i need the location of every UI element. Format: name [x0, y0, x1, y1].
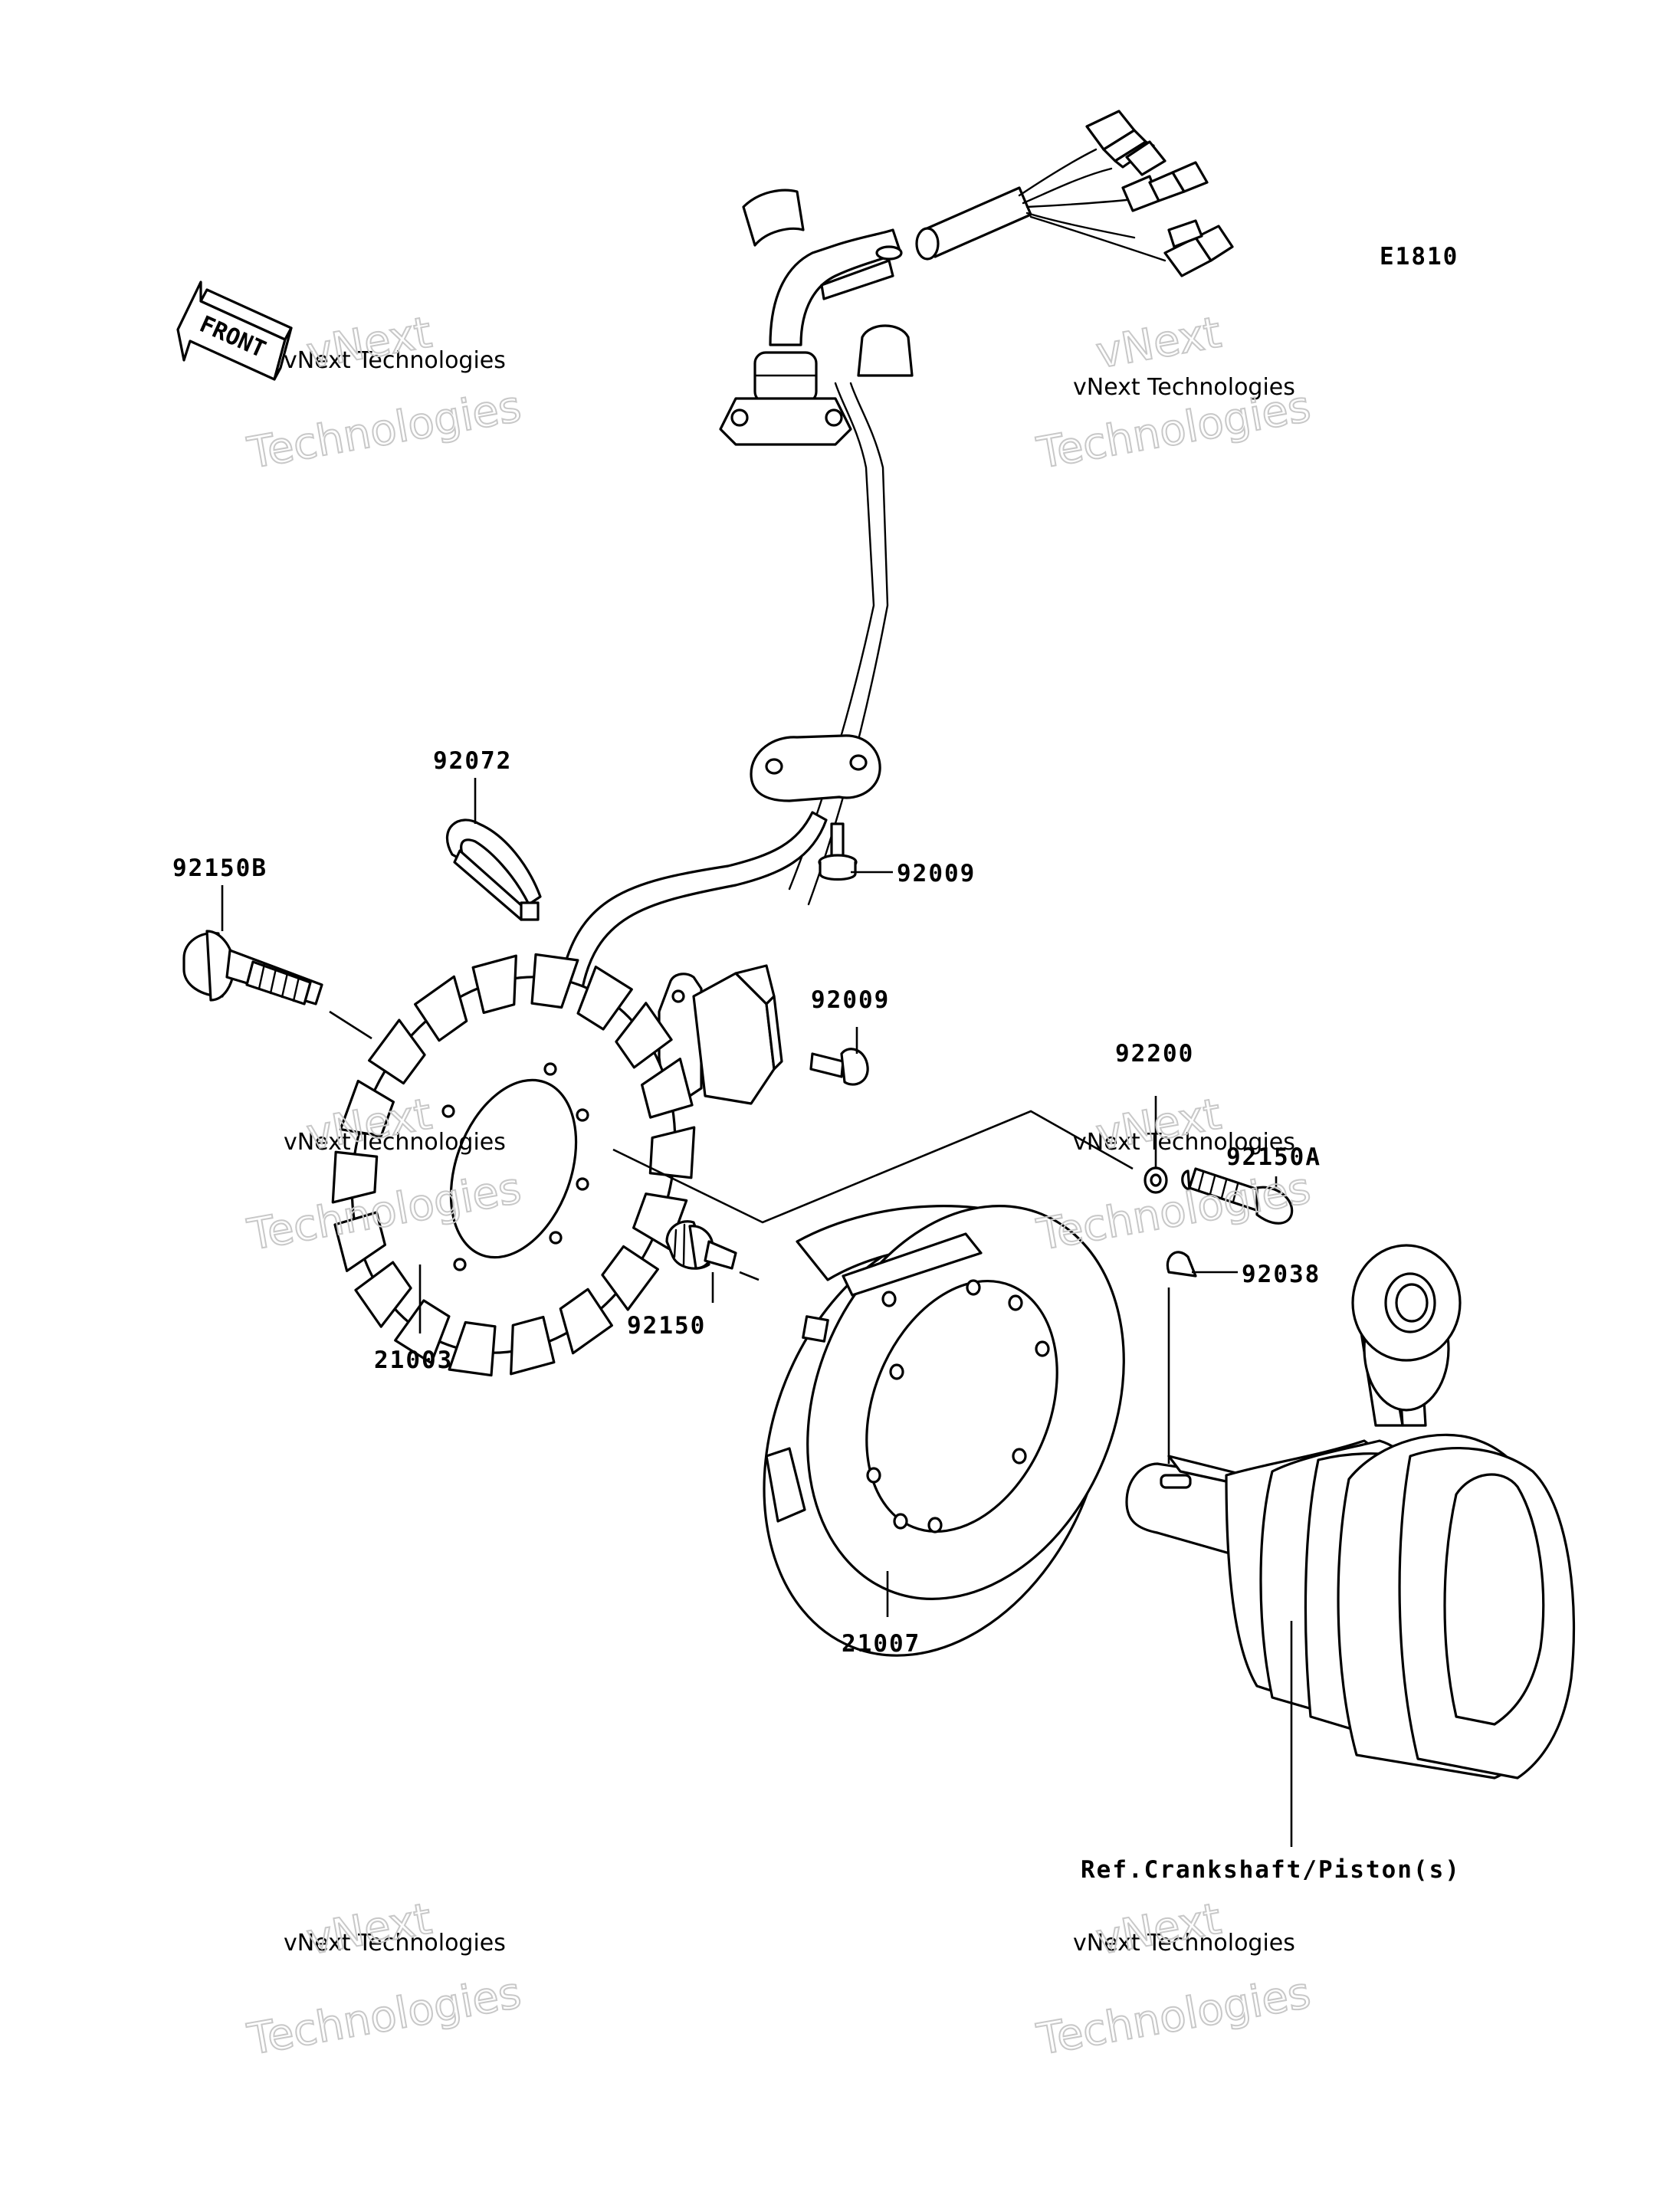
svg-text:vNext Technologies: vNext Technologies — [284, 1129, 506, 1156]
label-92009-mid: 92009 — [811, 986, 890, 1014]
watermark-5: vNext Technologies vNext Technologies — [243, 1893, 526, 2065]
stator-tooth — [368, 1018, 426, 1085]
stator-tooth — [339, 1079, 395, 1137]
svg-text:Technologies: Technologies — [244, 1968, 525, 2065]
stator-tooth — [354, 1261, 412, 1328]
stator-tooth — [648, 1126, 696, 1179]
wire-harness — [558, 110, 1234, 998]
stator-21003 — [331, 953, 696, 1377]
label-92150A: 92150A — [1226, 1143, 1321, 1171]
svg-text:vNext: vNext — [1093, 307, 1225, 378]
stator-tooth — [333, 1211, 386, 1272]
bolt-92150B — [182, 930, 323, 1005]
stator-tooth — [394, 1299, 451, 1365]
cable-tie-92072 — [446, 818, 542, 921]
leader-lines — [221, 778, 1293, 1847]
watermark-6: vNext Technologies vNext Technologies — [1032, 1893, 1315, 2065]
svg-text:Technologies: Technologies — [1033, 1163, 1314, 1261]
label-92009-top: 92009 — [897, 860, 976, 887]
stator-tooth — [559, 1287, 613, 1355]
stator-tooth — [601, 1245, 659, 1311]
label-92072: 92072 — [433, 747, 512, 775]
stator-tooth — [510, 1315, 556, 1376]
svg-text:vNext Technologies: vNext Technologies — [1073, 1930, 1295, 1957]
front-arrow-icon: FRONT — [176, 280, 293, 381]
label-92200: 92200 — [1115, 1040, 1194, 1068]
bolt-92150A — [1181, 1167, 1294, 1225]
screw-92009-top — [818, 822, 858, 881]
svg-text:vNext Technologies: vNext Technologies — [1073, 1129, 1295, 1156]
diagram-code: E1810 — [1380, 243, 1459, 271]
svg-text:vNext Technologies: vNext Technologies — [284, 347, 506, 374]
crankshaft — [1125, 1244, 1576, 1779]
svg-text:vNext Technologies: vNext Technologies — [1073, 374, 1295, 401]
reference-note: Ref.Crankshaft/Piston(s) — [1081, 1856, 1461, 1884]
bolt-92150 — [665, 1220, 737, 1270]
svg-text:vNext Technologies: vNext Technologies — [284, 1930, 506, 1957]
grommet-bracket — [750, 734, 881, 802]
watermark-2: vNext Technologies vNext Technologies — [1032, 307, 1315, 479]
watermark-1: vNext Technologies vNext Technologies — [243, 307, 526, 479]
stator-tooth — [414, 975, 468, 1042]
label-92038: 92038 — [1242, 1261, 1321, 1288]
woodruff-key-92038 — [1166, 1251, 1197, 1278]
label-92150: 92150 — [627, 1312, 706, 1340]
stator-tooth — [331, 1150, 379, 1204]
label-21007: 21007 — [842, 1630, 920, 1658]
label-21003: 21003 — [374, 1347, 453, 1374]
label-92150B: 92150B — [172, 854, 267, 882]
stator-tooth — [448, 1320, 497, 1377]
stator-tooth — [615, 1002, 673, 1069]
stator-tooth — [530, 953, 579, 1009]
screw-92009-mid — [809, 1048, 869, 1086]
stator-tooth — [641, 1058, 694, 1119]
rotor-21007 — [763, 1205, 1125, 1657]
svg-text:Technologies: Technologies — [244, 382, 525, 479]
stator-tooth — [471, 954, 517, 1015]
stator-tooth — [576, 965, 633, 1031]
watermark-4: vNext Technologies vNext Technologies — [1032, 1088, 1315, 1261]
svg-text:Technologies: Technologies — [1033, 1968, 1314, 2065]
